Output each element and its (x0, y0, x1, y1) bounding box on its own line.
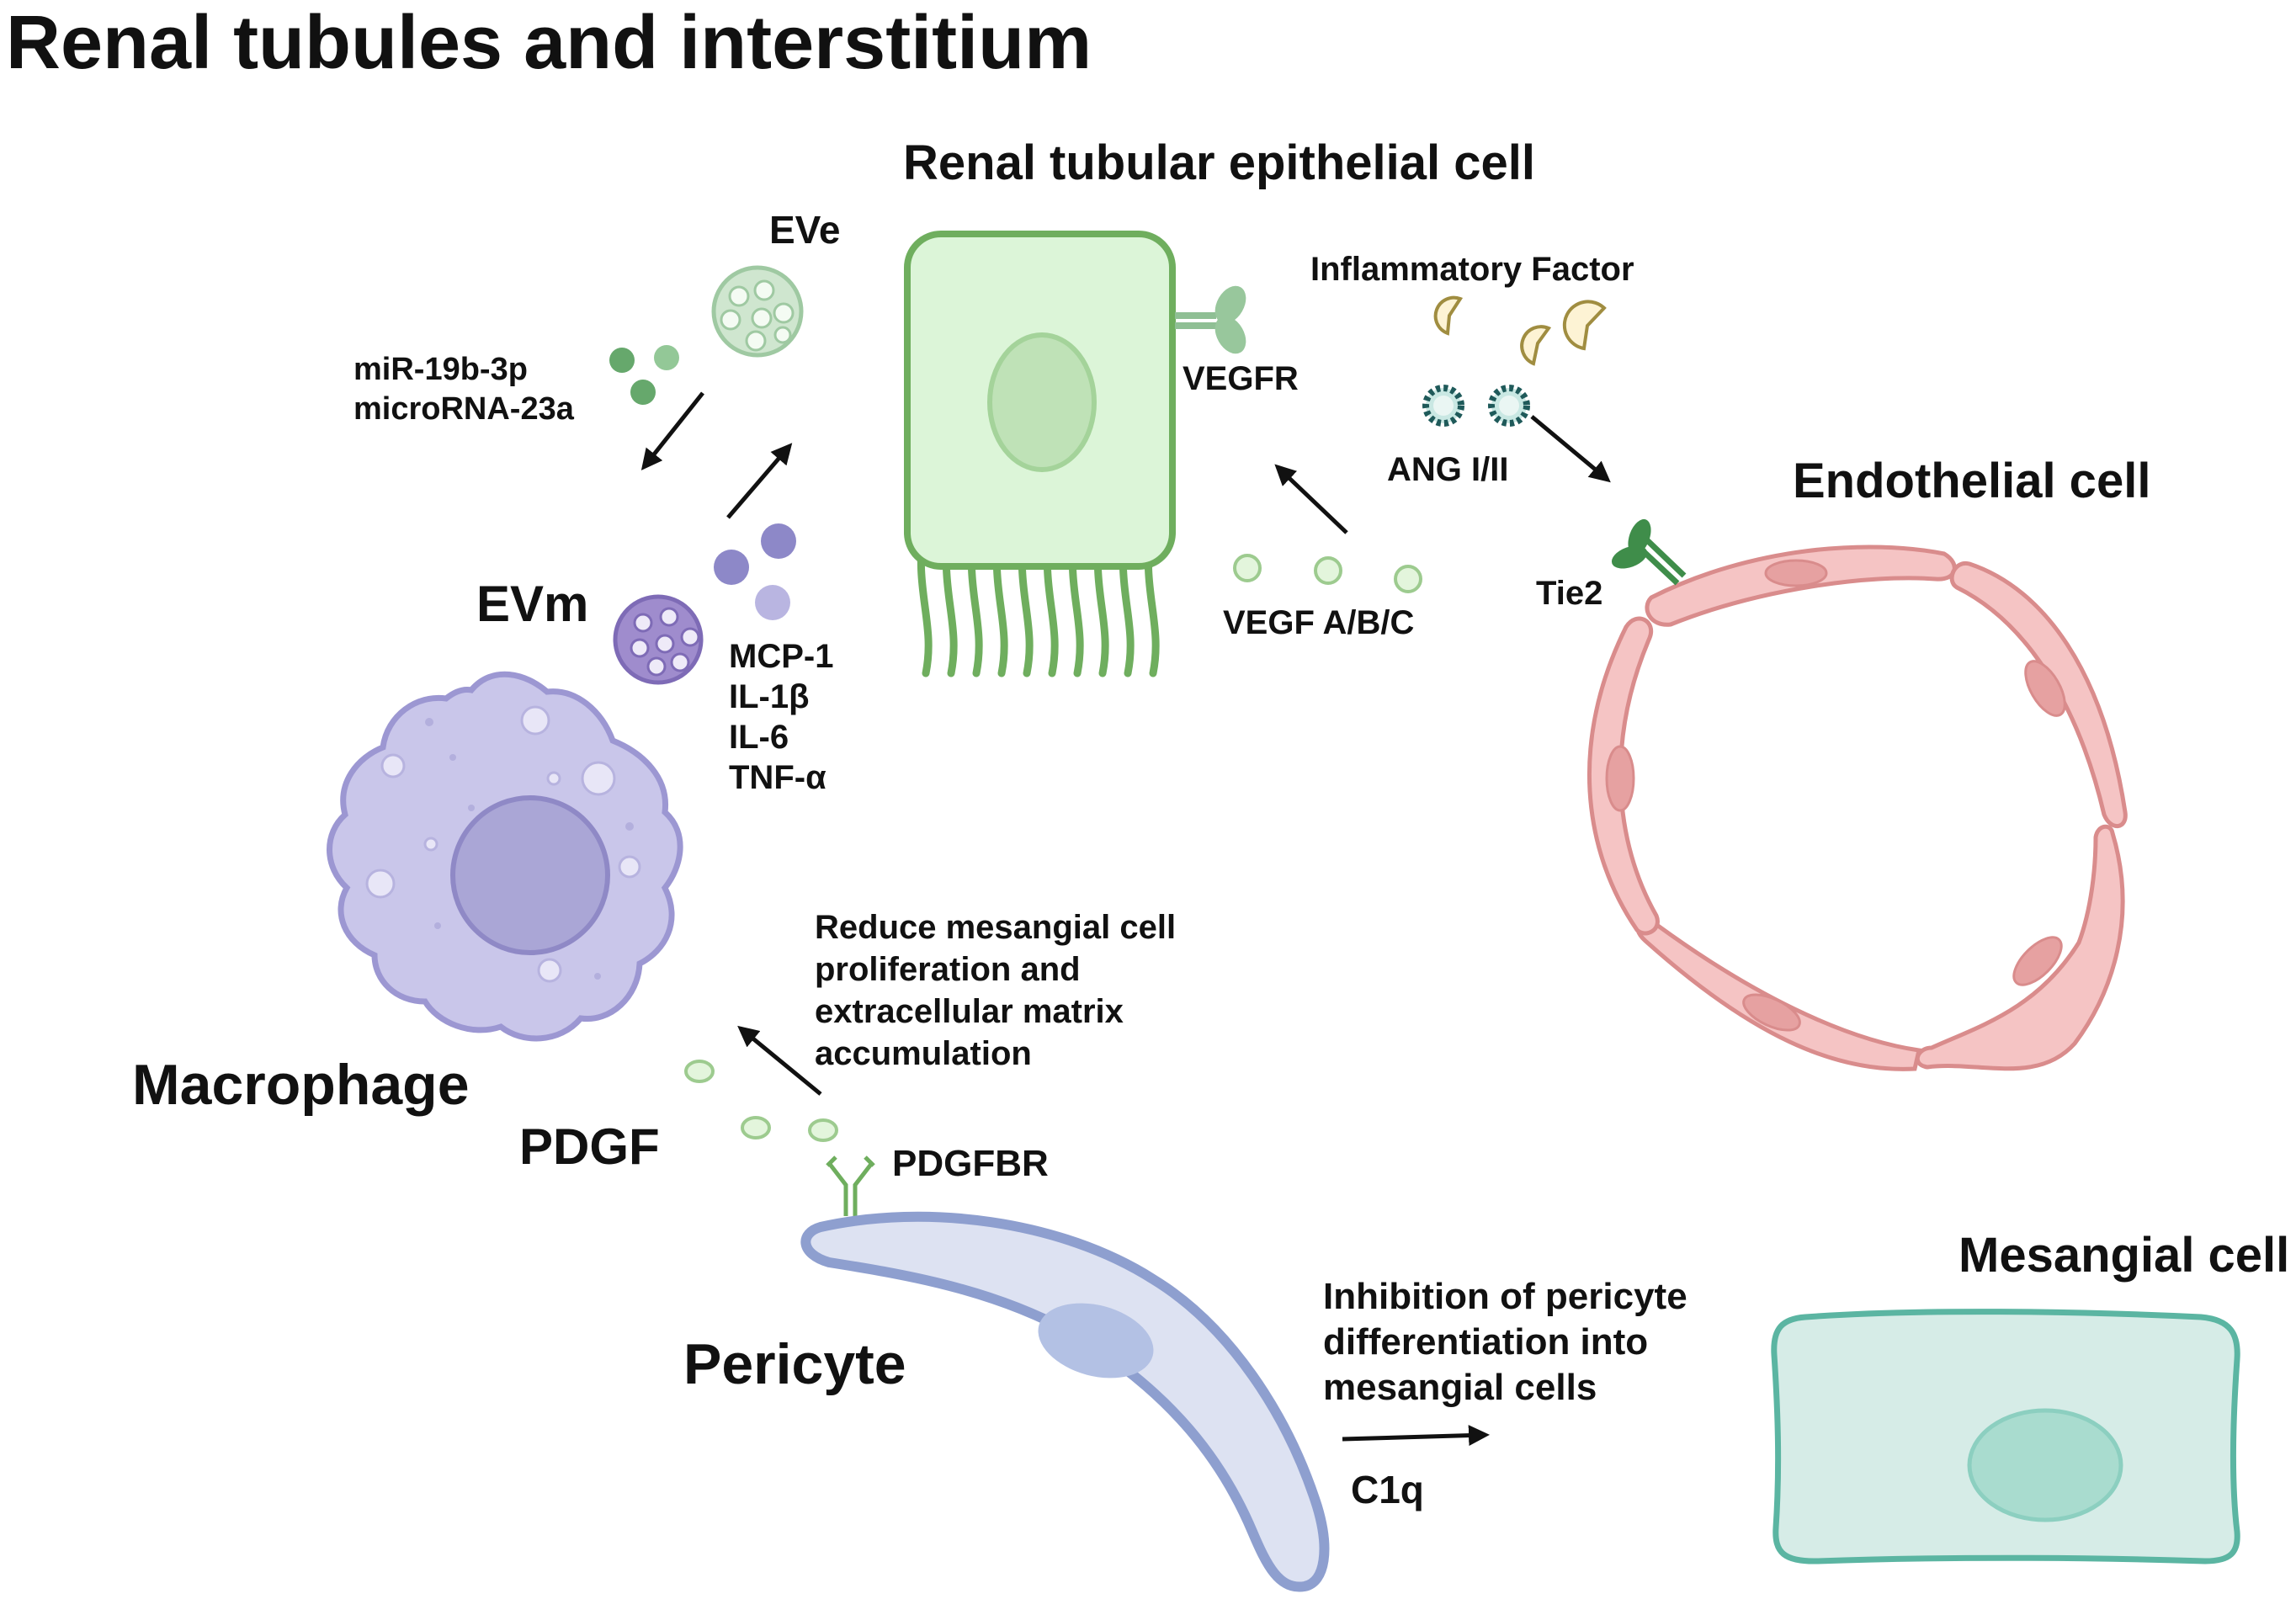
cytokine-label-1: MCP-1 (729, 638, 834, 675)
arrow-ang-to-endothelial (1530, 415, 1611, 483)
c1q-effect-line-2: differentiation into (1323, 1321, 1649, 1363)
pdgfbr-receptor-icon (826, 1155, 875, 1216)
arrow-vegf-to-vegfr (1274, 464, 1348, 534)
cytokine-label-4: TNF-α (729, 759, 826, 796)
pdgf-effect-line-3: extracellular matrix (815, 993, 1124, 1030)
vegf-dots-icon (1233, 554, 1422, 593)
tie2-receptor-icon (1611, 518, 1687, 586)
mirna-label-2: microRNA-23a (353, 391, 574, 427)
mesangial-cell-label: Mesangial cell (1959, 1228, 2290, 1283)
c1q-label: C1q (1351, 1468, 1424, 1511)
cytokine-label-3: IL-6 (729, 719, 789, 756)
tubular-epithelial-cell (904, 231, 1176, 677)
c1q-effect-line-1: Inhibition of pericyte (1323, 1276, 1687, 1317)
macrophage-nucleus (450, 795, 610, 955)
vegfr-receptor-icon (1175, 285, 1246, 354)
pericyte-membrane (800, 1211, 1330, 1592)
tubular-cell-nucleus (987, 332, 1097, 472)
c1q-effect-line-3: mesangial cells (1323, 1367, 1597, 1408)
mesangial-cell (1771, 1309, 2240, 1564)
ang-icon (1422, 385, 1530, 427)
mirna-dots-icon (609, 345, 679, 405)
arrows (640, 391, 1611, 1447)
pdgf-label: PDGF (519, 1118, 660, 1175)
arrow-pdgf-to-macrophage (737, 1025, 822, 1096)
macrophage-cell (327, 671, 683, 1042)
inflammatory-factor-label: Inflammatory Factor (1310, 251, 1634, 288)
inflammatory-factor-icon (1433, 295, 1607, 366)
arrow-evm-to-tubular (726, 443, 793, 519)
arrow-eve-to-macrophage (640, 391, 704, 470)
evm-vesicle-icon (613, 594, 704, 685)
macrophage-label: Macrophage (132, 1053, 470, 1117)
page-title: Renal tubules and interstitium (6, 1, 1092, 85)
eve-label: EVe (769, 208, 841, 252)
tubular-cell-label: Renal tubular epithelial cell (903, 135, 1535, 190)
pdgf-effect-line-2: proliferation and (815, 951, 1081, 988)
cytokine-dots-icon (714, 523, 796, 620)
endothelial-cell-label: Endothelial cell (1793, 454, 2151, 508)
mesangial-nucleus (1967, 1408, 2123, 1522)
pdgf-effect-line-1: Reduce mesangial cell (815, 909, 1177, 946)
ang-label: ANG I/II (1387, 451, 1509, 488)
vegfr-label: VEGFR (1183, 360, 1299, 397)
arrow-c1q-to-mesangial (1342, 1425, 1490, 1447)
pericyte-label: Pericyte (683, 1332, 906, 1396)
cytokine-label-2: IL-1β (729, 678, 810, 715)
pericyte-nucleus (1038, 1303, 1154, 1379)
pdgfbr-label: PDGFBR (892, 1143, 1049, 1184)
pdgf-effect-line-4: accumulation (815, 1035, 1032, 1072)
tie2-label: Tie2 (1536, 575, 1603, 612)
evm-label: EVm (476, 576, 589, 632)
pdgf-dots-icon (684, 1060, 838, 1142)
eve-vesicle-icon (711, 265, 804, 358)
endothelial-cell-ring (1586, 545, 2128, 1071)
vegf-label: VEGF A/B/C (1223, 604, 1415, 641)
pericyte-cell (800, 1211, 1330, 1592)
mirna-label-1: miR-19b-3p (353, 352, 528, 387)
